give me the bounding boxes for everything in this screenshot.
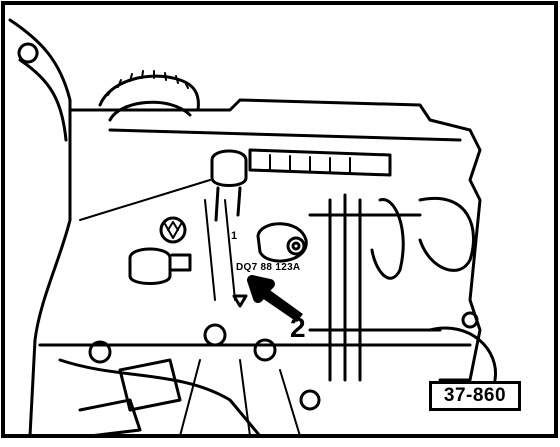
left-plug-cap [170,253,192,272]
left-bolt-circle [17,42,39,64]
housing-slots [269,154,351,174]
vertical-rod-left [204,199,216,301]
callout-arrow [247,275,303,323]
callout-number-1: 1 [231,230,238,242]
logo-emblem-mark [164,221,182,239]
top-gear-teeth [107,70,189,96]
right-shaft [418,197,475,272]
vertical-rod-right [224,199,236,301]
figure-reference-label: 37-860 [429,381,521,411]
bolt-2 [203,323,227,347]
logo-emblem [159,216,187,244]
lower-pulley-bolt [461,311,479,329]
housing-top-edge [108,128,462,142]
bolt-3 [253,338,277,362]
diagonal-strut [79,179,211,221]
bolt-4 [299,389,321,411]
housing-rib-upper [248,148,392,177]
callout-number-2: 2 [290,312,306,343]
bolt-1 [88,340,112,364]
left-plug [128,247,172,285]
figure-frame [1,1,558,438]
stamped-part-number: DQ7 88 123A [236,262,301,273]
drain-plug-center [291,241,301,251]
lower-flange-2 [58,358,262,438]
right-bracket-cross [308,213,442,332]
top-gear [98,74,200,112]
left-casing-inner [18,58,68,142]
main-housing-outline [68,98,482,382]
lower-bracket-2 [78,398,142,438]
drain-plug [286,236,306,256]
drain-plug-recess [256,222,308,263]
lower-bracket [118,358,182,412]
marker-triangle [232,294,248,308]
left-casing-outline [8,18,72,438]
top-plug [210,149,248,187]
lower-pulley [428,326,498,382]
right-bracket [328,193,362,382]
top-plug-stem [214,186,242,222]
right-cylinder [370,198,405,280]
lower-struts [179,359,301,437]
